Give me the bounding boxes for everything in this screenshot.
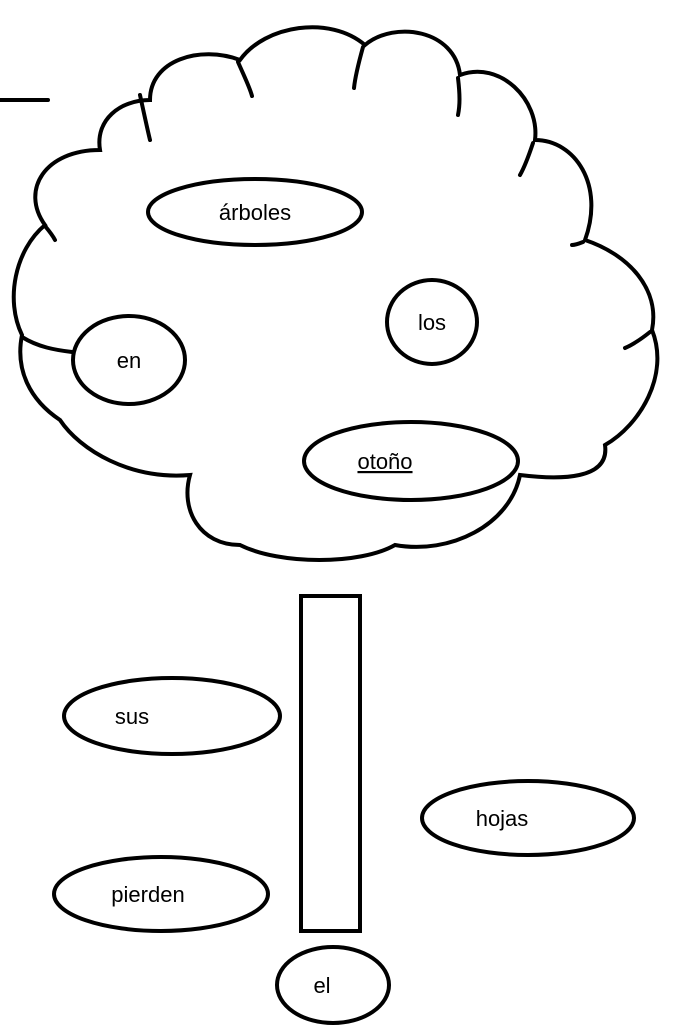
bubble-outline bbox=[146, 177, 364, 247]
word-bubble-los[interactable]: los bbox=[385, 278, 479, 366]
word-label: en bbox=[117, 348, 141, 373]
crown-crease bbox=[623, 330, 652, 350]
crown-crease bbox=[352, 45, 365, 90]
bubble-outline bbox=[275, 945, 391, 1025]
word-bubble-arboles[interactable]: árboles bbox=[146, 177, 364, 247]
word-bubble-en[interactable]: en bbox=[71, 314, 187, 406]
word-label: los bbox=[418, 310, 446, 335]
word-label: otoño bbox=[357, 449, 412, 474]
word-bubble-sus[interactable]: sus bbox=[62, 676, 282, 756]
word-label: pierden bbox=[111, 882, 184, 907]
word-bubble-hojas[interactable]: hojas bbox=[420, 779, 636, 857]
word-bubble-pierden[interactable]: pierden bbox=[52, 855, 270, 933]
crown-crease bbox=[138, 93, 152, 142]
word-label: el bbox=[313, 973, 330, 998]
bubble-outline bbox=[52, 855, 270, 933]
crown-crease bbox=[456, 76, 462, 117]
crown-crease bbox=[236, 60, 254, 98]
crown-crease bbox=[43, 224, 57, 242]
word-bubble-otono[interactable]: otoño bbox=[302, 420, 520, 502]
word-label: árboles bbox=[219, 200, 291, 225]
crown-crease bbox=[570, 240, 585, 247]
bubble-outline bbox=[385, 278, 479, 366]
bubble-outline bbox=[71, 314, 187, 406]
bubble-outline bbox=[420, 779, 636, 857]
crown-crease bbox=[20, 335, 74, 354]
tree-trunk bbox=[299, 594, 362, 933]
bubble-outline bbox=[302, 420, 520, 502]
bubble-outline bbox=[62, 676, 282, 756]
tree-crown-cloud bbox=[11, 25, 660, 562]
word-label: sus bbox=[115, 704, 149, 729]
word-bubble-el[interactable]: el bbox=[275, 945, 391, 1025]
crown-crease bbox=[518, 141, 535, 177]
word-label: hojas bbox=[476, 806, 529, 831]
